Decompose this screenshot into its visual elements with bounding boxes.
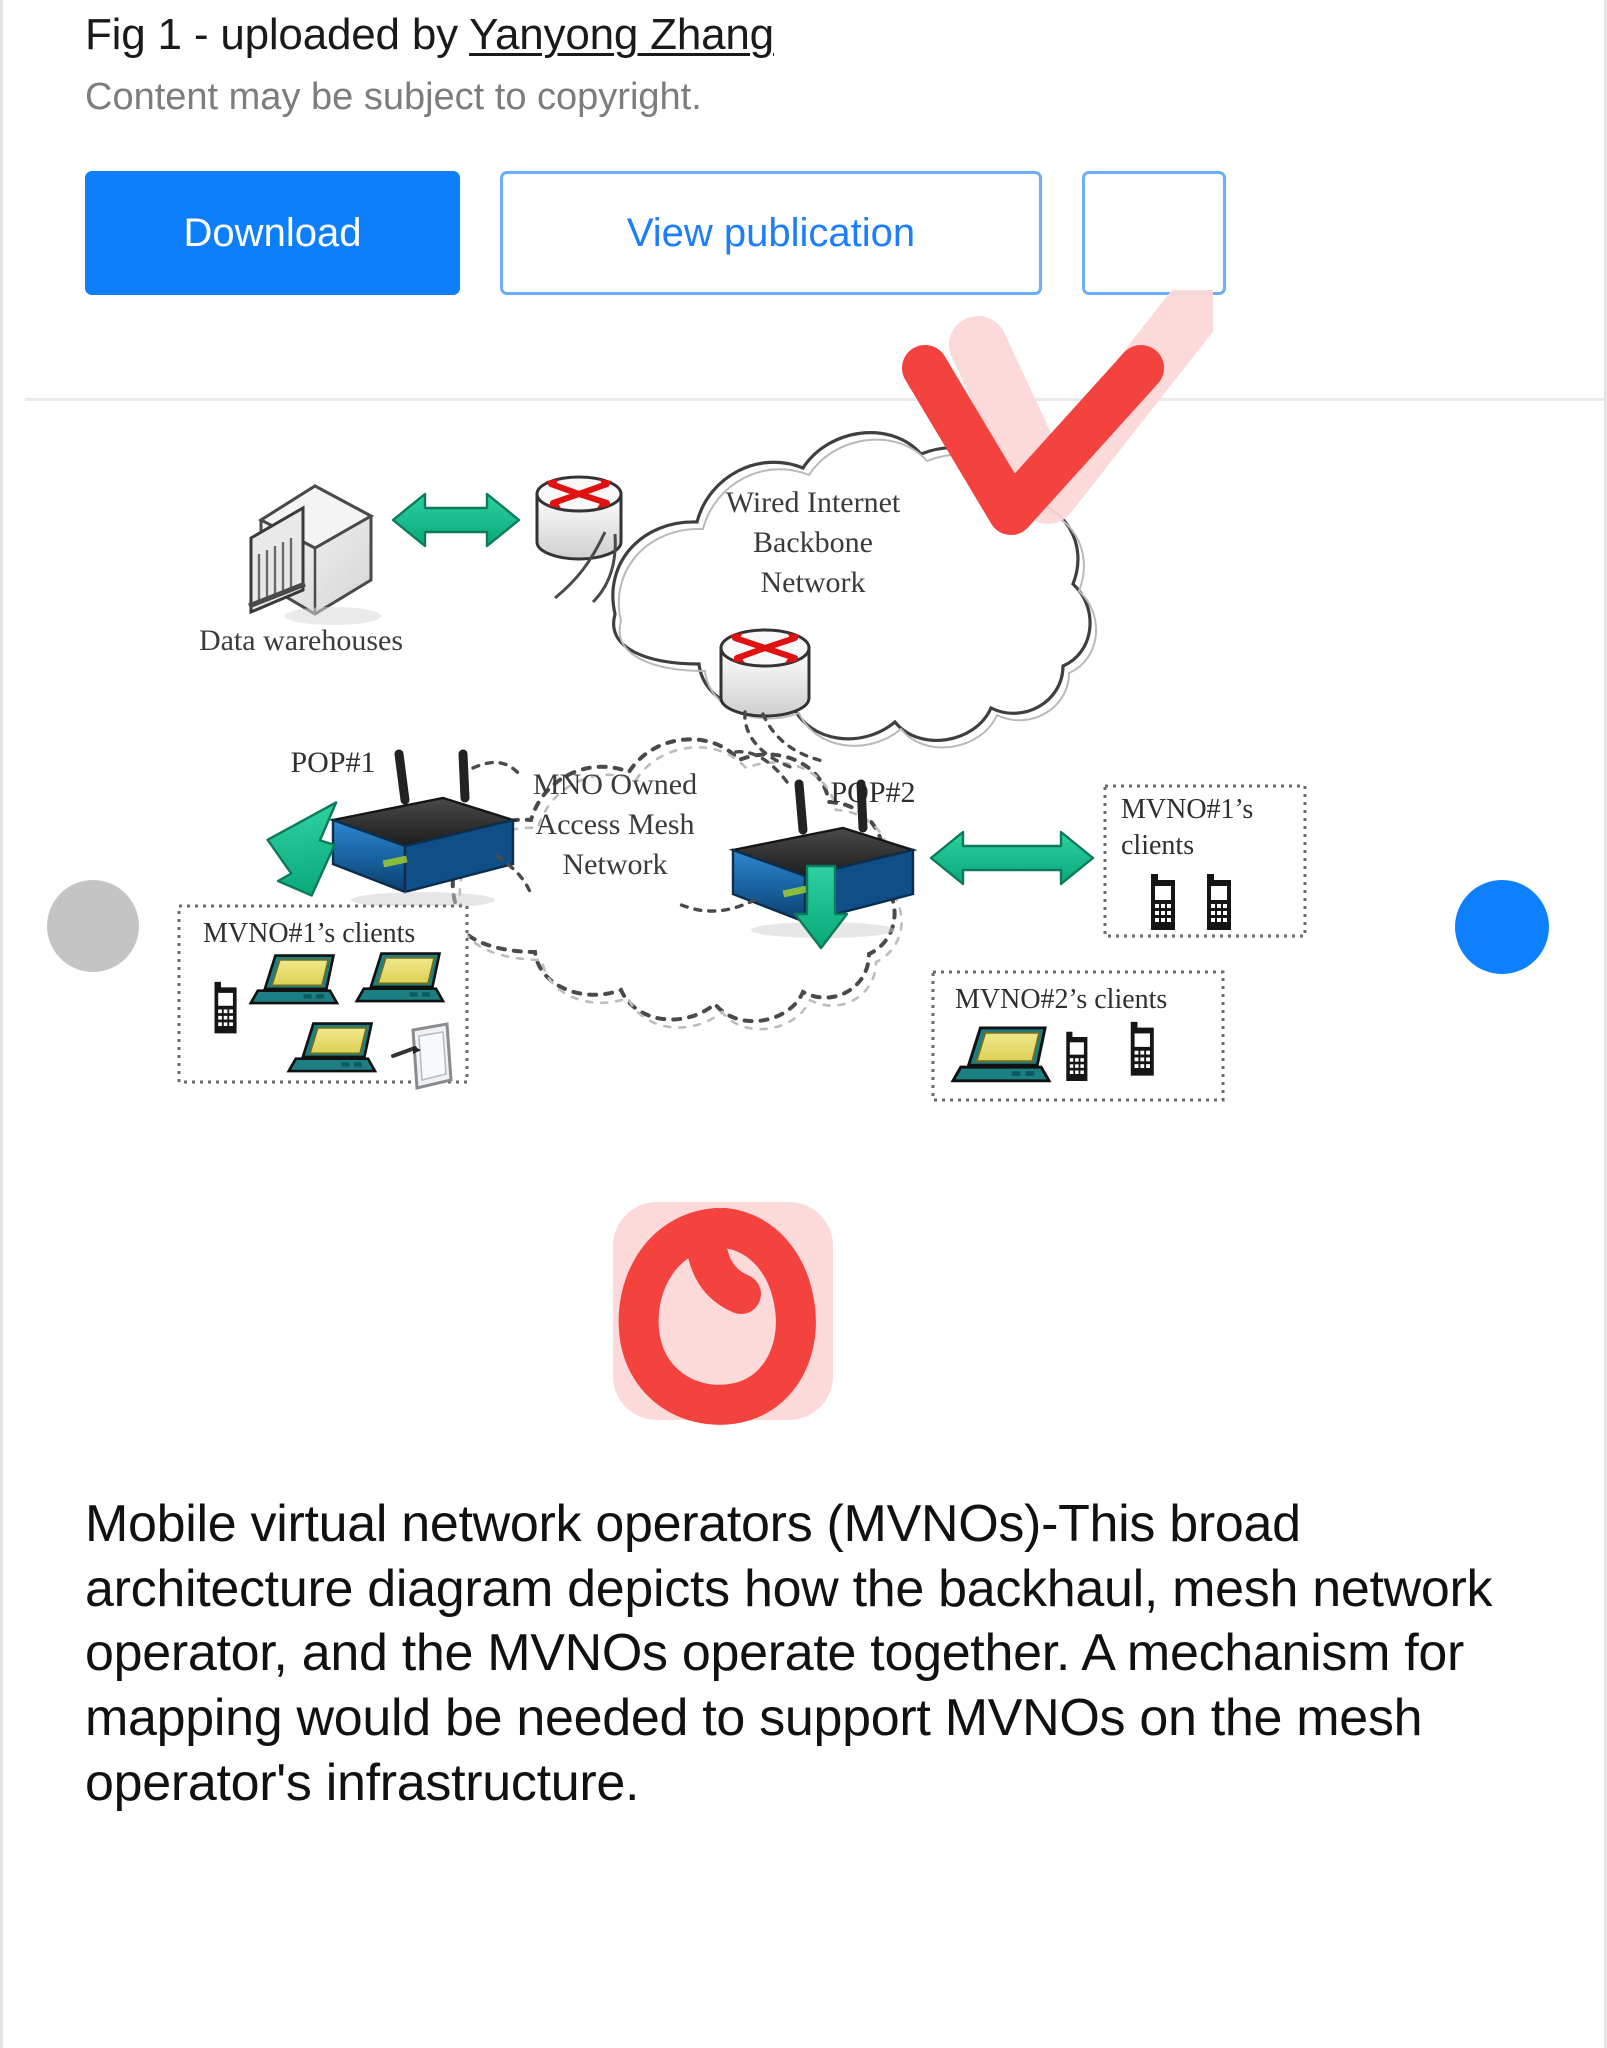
view-publication-button[interactable]: View publication xyxy=(500,171,1042,295)
carousel-prev-button[interactable] xyxy=(47,880,139,972)
tablet-stylus-icon xyxy=(391,1022,453,1090)
svg-text:MVNO#1’s: MVNO#1’s xyxy=(1121,794,1253,825)
backbone-router-1 xyxy=(535,475,623,561)
page-title: Fig 1 - uploaded by Yanyong Zhang xyxy=(85,10,1604,60)
uploader-link[interactable]: Yanyong Zhang xyxy=(469,10,774,59)
figure-title-prefix: Fig 1 - uploaded by xyxy=(85,10,470,59)
laptop-icon xyxy=(248,954,340,1005)
action-button-group: Download View publication xyxy=(3,171,1604,295)
arrow-pop2-mvno2 xyxy=(793,864,849,950)
arrow-pop2-mvno1 xyxy=(929,830,1095,886)
arrow-warehouse-router xyxy=(391,492,521,548)
download-button[interactable]: Download xyxy=(85,171,460,295)
figure-image[interactable]: Wired Internet Backbone Network MNO Owne… xyxy=(3,402,1604,1427)
laptop-icon xyxy=(286,1022,378,1073)
figure-caption: Mobile virtual network operators (MVNOs)… xyxy=(85,1495,1493,1812)
phone-icon xyxy=(1066,1031,1088,1082)
copyright-notice: Content may be subject to copyright. xyxy=(85,76,702,118)
data-warehouse-icon xyxy=(248,484,381,625)
pop2-router-icon xyxy=(728,779,918,938)
header-divider xyxy=(25,398,1604,401)
phone-icon xyxy=(1207,874,1231,930)
svg-text:MVNO#1’s clients: MVNO#1’s clients xyxy=(203,918,415,949)
svg-text:POP#2: POP#2 xyxy=(830,776,915,809)
svg-text:MVNO#2’s clients: MVNO#2’s clients xyxy=(955,984,1167,1015)
carousel-next-button[interactable] xyxy=(1455,880,1549,974)
svg-text:clients: clients xyxy=(1121,830,1194,861)
laptop-icon xyxy=(950,1026,1052,1083)
svg-text:Network: Network xyxy=(761,566,866,599)
arrow-pop1-clients xyxy=(266,801,338,897)
svg-text:Access Mesh: Access Mesh xyxy=(535,808,694,841)
svg-text:Backbone: Backbone xyxy=(753,526,873,559)
svg-text:Data warehouses: Data warehouses xyxy=(199,624,403,657)
svg-text:POP#1: POP#1 xyxy=(290,746,375,779)
figure-diagram-canvas: Wired Internet Backbone Network MNO Owne… xyxy=(3,402,1604,1427)
backbone-router-2 xyxy=(719,628,811,718)
more-options-button[interactable] xyxy=(1082,171,1226,295)
svg-text:MNO Owned: MNO Owned xyxy=(533,768,697,801)
svg-text:Wired Internet: Wired Internet xyxy=(726,486,901,519)
figure-header: Fig 1 - uploaded by Yanyong Zhang Conten… xyxy=(3,0,1604,119)
phone-icon xyxy=(214,981,237,1034)
mvno1-clients-right-box xyxy=(1103,784,1307,938)
laptop-icon xyxy=(354,952,446,1003)
phone-icon xyxy=(1151,874,1175,930)
phone-icon xyxy=(1130,1021,1154,1076)
svg-text:Network: Network xyxy=(563,848,668,881)
